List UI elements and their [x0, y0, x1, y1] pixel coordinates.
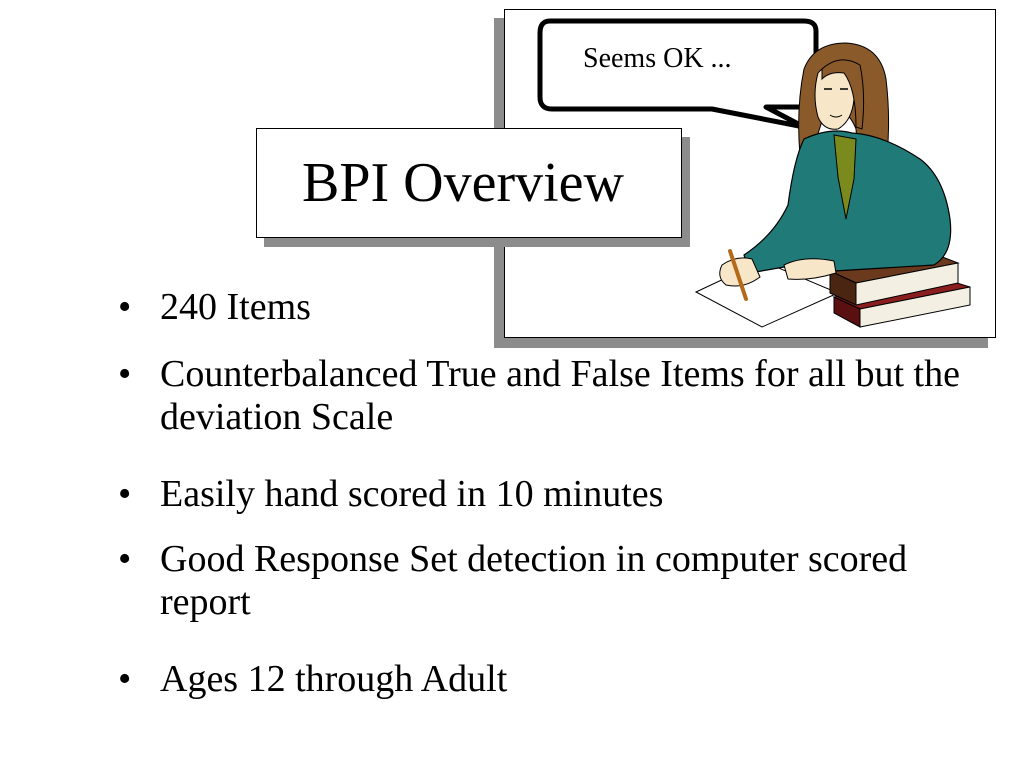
bullet-glyph: •: [118, 473, 132, 515]
bullet-glyph: •: [118, 286, 132, 328]
bullet-glyph: •: [118, 353, 132, 395]
speech-bubble-text: Seems OK ...: [583, 43, 732, 74]
page-title: BPI Overview: [302, 152, 624, 214]
title-box: [256, 128, 682, 238]
pencil-icon: [728, 249, 748, 301]
woman-writing-illustration: [537, 18, 971, 328]
bullet-glyph: •: [118, 658, 132, 700]
shirt: [833, 134, 857, 220]
list-item-text: 240 Items: [160, 286, 311, 328]
bullet-glyph: •: [118, 538, 132, 580]
list-item-text: Easily hand scored in 10 minutes: [160, 473, 664, 515]
hands: [719, 257, 761, 287]
list-item-text: Counterbalanced True and False Items for…: [160, 353, 960, 438]
speech-bubble: [537, 18, 819, 130]
list-item-text: Good Response Set detection in computer …: [160, 538, 908, 623]
list-item-text: Ages 12 through Adult: [160, 658, 508, 700]
